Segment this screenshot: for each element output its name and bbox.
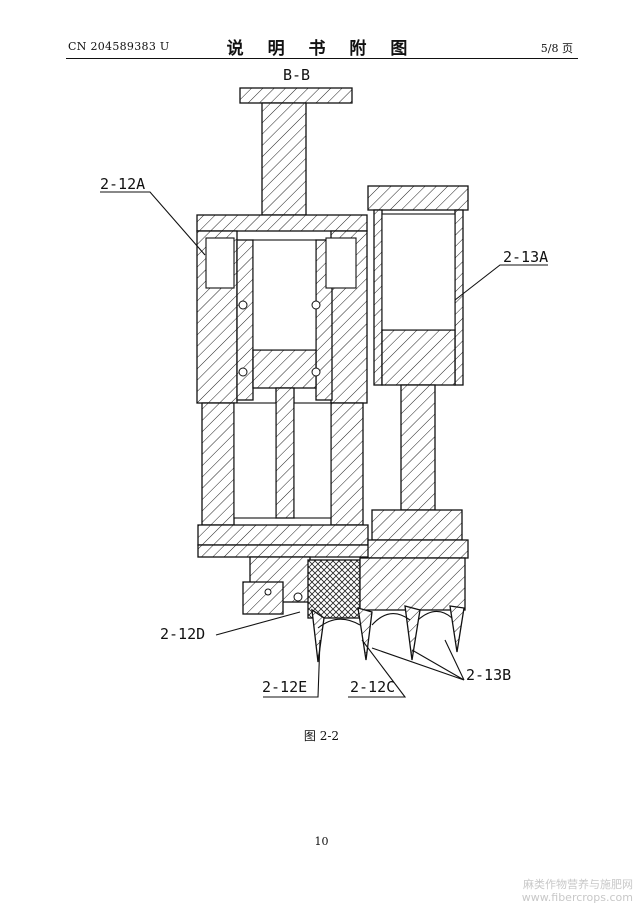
base-plate-12 [197,544,371,558]
callout-2-12d: 2-12D [160,625,205,643]
callout-2-12a: 2-12A [100,175,145,193]
cavity-12a-lower-right [293,402,332,519]
section-title: 说 明 书 附 图 [226,39,417,59]
cylinder-13a-wall-left [373,209,383,386]
page-header: CN 204589383 U 说 明 书 附 图 5/8 页 [0,0,643,62]
t-handle-top [239,87,353,104]
cavity-13a [381,213,456,331]
callout-2-12e: 2-12E [262,678,307,696]
cylinder-13a-cap [367,185,469,211]
base-plate-13 [367,539,469,559]
piston-12a [252,349,317,389]
piston-13a [381,329,456,386]
cavity-12a-lower-left [233,402,277,519]
header-rule [66,58,578,59]
watermark-line-1: 麻类作物营养与施肥网 [523,878,633,891]
insert-12c [307,559,361,619]
housing-13b [359,557,466,611]
page-of-count: 5/8 页 [540,42,573,55]
leader-13b [371,639,465,681]
cylinder-13a-base [371,509,463,541]
page-number: 10 [314,835,329,848]
t-handle-stem [261,102,307,216]
leader-12d [215,611,301,636]
rod-13a [400,384,436,511]
leader-12e [263,639,321,698]
cylinder-12a-lower-left [201,402,235,526]
patent-number: CN 204589383 U [68,40,170,53]
cylinder-12a-base [197,524,369,546]
figure-caption: 图 2-2 [303,729,340,743]
port-right-1 [325,237,357,289]
cylinder-12a-cap [196,214,368,232]
callout-2-13b: 2-13B [466,666,511,684]
leader-13a [454,264,548,301]
rod-12a [275,387,295,519]
blade-1 [311,608,325,663]
clamp-block [242,581,284,615]
watermark-line-2: www.fibercrops.com [521,891,633,904]
blade-3 [404,605,421,661]
callout-2-13a: 2-13A [503,248,548,266]
blade-2 [357,607,373,661]
section-label: B-B [283,66,310,84]
leader-12c [348,639,407,698]
watermark: 麻类作物营养与施肥网 www.fibercrops.com [522,878,633,904]
leader-12a [100,191,206,256]
port-left-1 [205,237,235,289]
cylinder-12a-lower-right [330,402,364,526]
cavity-12a-upper [252,239,317,351]
callout-2-12c: 2-12C [350,678,395,696]
blade-4 [449,605,465,653]
